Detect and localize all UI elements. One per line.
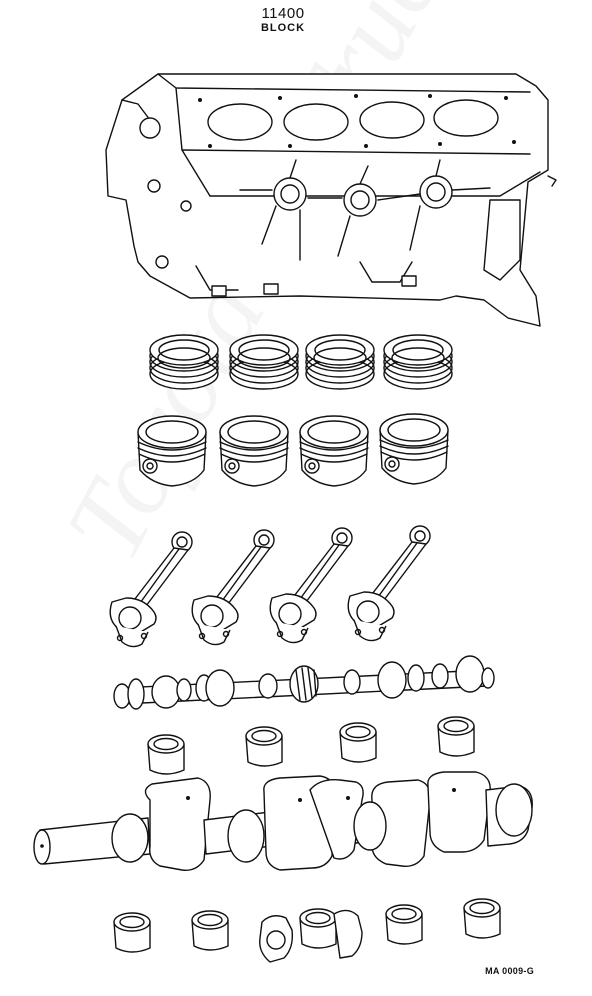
piston [137, 415, 207, 487]
piston-ring-sets [149, 334, 453, 390]
camshaft-bearing [147, 734, 185, 775]
part-number: 11400 [261, 5, 305, 22]
connecting-rods [109, 525, 431, 648]
crankshaft-bearing [113, 912, 151, 953]
connecting-rod [191, 529, 275, 646]
thrust-washer [334, 910, 362, 958]
camshaft-bearing [437, 716, 475, 757]
crankshaft-bearing [191, 910, 229, 951]
crankshaft [34, 772, 532, 870]
crankshaft-bearing [385, 904, 423, 945]
camshaft-bearing [245, 726, 283, 767]
piston [379, 413, 449, 485]
camshaft-bearings [147, 716, 475, 775]
connecting-rod [269, 527, 353, 644]
cylinder-block [106, 74, 556, 326]
crankshaft-bearing [299, 908, 337, 949]
pistons [137, 413, 449, 487]
part-name: BLOCK [260, 22, 306, 34]
connecting-rod [347, 525, 431, 642]
piston-ring-set [229, 334, 299, 390]
thrust-washer [260, 916, 293, 962]
camshaft-bearing [339, 722, 377, 763]
connecting-rod [109, 531, 193, 648]
crankshaft-bearing [463, 898, 501, 939]
figure-code: MA 0009-G [485, 966, 534, 976]
piston-ring-set [149, 334, 219, 390]
piston [299, 415, 369, 487]
diagram-header: 11400 BLOCK [0, 5, 566, 35]
piston [219, 415, 289, 487]
piston-ring-set [383, 334, 453, 390]
crankshaft-bearings [113, 898, 501, 962]
camshaft [114, 656, 494, 709]
piston-ring-set [305, 334, 375, 390]
